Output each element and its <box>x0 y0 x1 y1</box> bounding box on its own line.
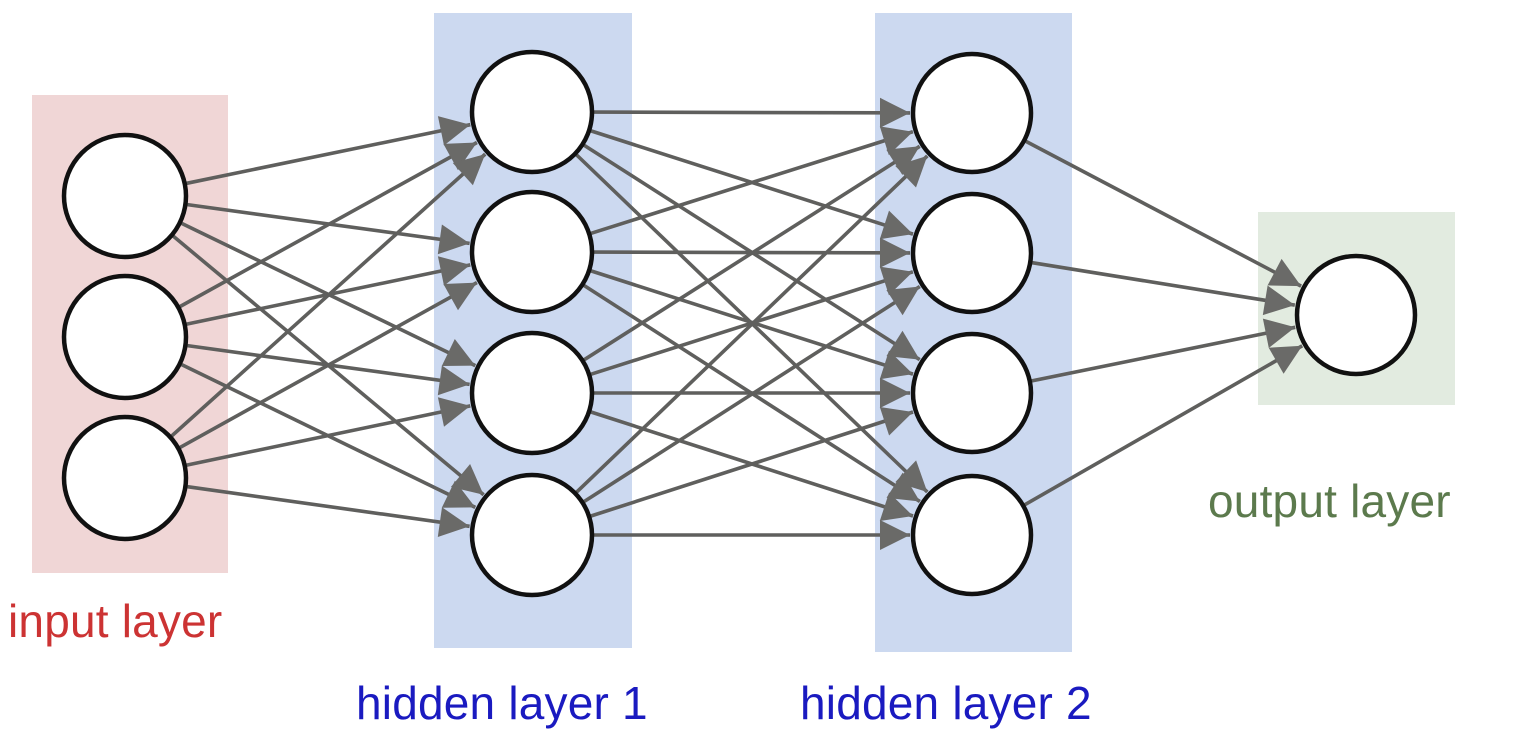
arrowhead-icon <box>437 224 470 255</box>
arrowhead-icon <box>879 126 913 155</box>
neuron-node-hidden1-3 <box>469 330 595 456</box>
neuron-node-hidden2-1 <box>910 51 1034 175</box>
arrowhead-icon <box>437 397 471 427</box>
connection-line <box>179 140 478 309</box>
arrowhead-icon <box>437 256 471 286</box>
connection-line <box>1031 260 1296 307</box>
arrowhead-icon <box>879 407 913 436</box>
hidden-layer-2-label: hidden layer 2 <box>800 677 1092 729</box>
connection-edges <box>170 110 1304 537</box>
neuron-node-input-1 <box>61 132 189 260</box>
connection-line <box>1024 344 1304 507</box>
layer-bands <box>32 13 1455 652</box>
connection-line <box>593 110 911 115</box>
neuron-node-output-1 <box>1294 253 1418 377</box>
connection-line <box>179 281 478 449</box>
arrowhead-icon <box>879 266 913 296</box>
connection-line <box>583 144 921 362</box>
neuron-node-hidden2-4 <box>910 473 1034 597</box>
arrowhead-icon <box>441 480 476 508</box>
input-layer-label: input layer <box>8 595 223 647</box>
arrowhead-icon <box>895 155 928 188</box>
arrowhead-icon <box>1262 285 1295 316</box>
connection-line <box>187 484 470 529</box>
arrowhead-icon <box>1262 318 1296 348</box>
arrowhead-icon <box>437 116 471 146</box>
arrowhead-icon <box>886 286 920 316</box>
connection-line <box>1031 325 1296 383</box>
neuron-node-hidden2-3 <box>910 331 1034 455</box>
arrowhead-icon <box>880 97 910 128</box>
connection-line <box>170 152 487 438</box>
arrowhead-icon <box>880 520 910 550</box>
arrowhead-icon <box>886 472 920 502</box>
connection-line <box>575 154 929 494</box>
hidden-layer-1-label: hidden layer 1 <box>356 677 648 729</box>
neuron-nodes <box>61 49 1418 598</box>
arrowhead-icon <box>879 210 913 240</box>
connection-line <box>583 284 921 504</box>
arrowhead-icon <box>437 365 470 396</box>
arrowhead-icon <box>886 146 920 175</box>
arrowhead-icon <box>1268 345 1303 374</box>
connection-line <box>590 410 914 518</box>
neuron-node-hidden1-4 <box>469 472 595 598</box>
arrowhead-icon <box>880 378 910 408</box>
arrowhead-icon <box>879 492 913 521</box>
arrowhead-icon <box>441 339 476 366</box>
arrowhead-icon <box>886 330 920 360</box>
connection-line <box>186 404 471 467</box>
arrowhead-icon <box>880 237 910 268</box>
neuron-node-hidden2-2 <box>910 191 1034 315</box>
neuron-node-hidden1-2 <box>469 189 595 315</box>
connection-arrowheads <box>437 97 1303 550</box>
output-layer-label: output layer <box>1208 475 1451 527</box>
arrowhead-icon <box>879 350 913 380</box>
arrowhead-icon <box>443 282 477 311</box>
connection-line <box>186 122 471 186</box>
arrowhead-icon <box>437 507 470 537</box>
connection-line <box>1025 139 1302 288</box>
neuron-node-input-2 <box>61 273 189 401</box>
neuron-node-hidden1-1 <box>469 49 595 175</box>
arrowhead-icon <box>443 142 477 171</box>
arrowhead-icon <box>452 154 486 186</box>
connection-line <box>590 129 914 236</box>
neuron-node-input-3 <box>61 414 189 542</box>
arrowhead-icon <box>1267 258 1302 287</box>
